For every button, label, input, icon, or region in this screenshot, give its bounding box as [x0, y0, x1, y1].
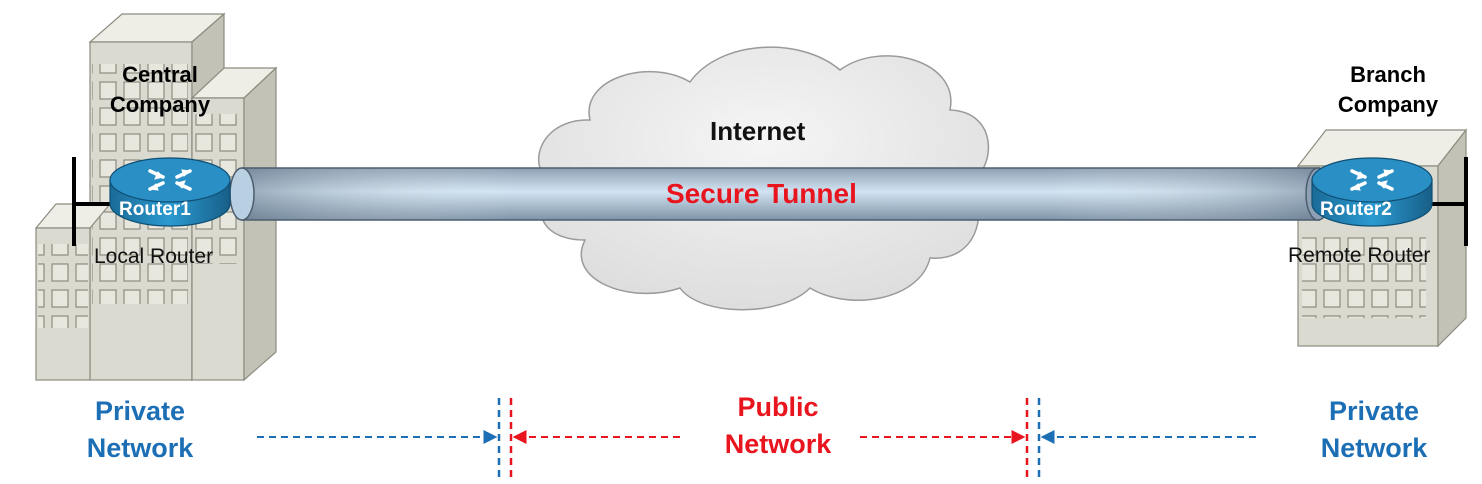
- left-private-line1: Private: [94, 396, 186, 426]
- network-boundaries: [497, 398, 1041, 478]
- secure-tunnel: [229, 167, 1331, 221]
- secure-tunnel-label: Secure Tunnel: [666, 178, 857, 209]
- router1-icon: [109, 157, 231, 227]
- central-company-label: Central Company: [100, 64, 220, 116]
- central-company-line2: Company: [109, 92, 211, 117]
- internet-label: Internet: [710, 116, 806, 146]
- branch-company-line1: Branch: [1350, 62, 1426, 87]
- left-private-line2: Network: [86, 433, 194, 463]
- right-private-line1: Private: [1328, 396, 1420, 426]
- public-line1: Public: [737, 392, 819, 422]
- public-line2: Network: [724, 429, 832, 459]
- lan-segments: [72, 157, 1468, 246]
- central-company-line1: Central: [122, 62, 198, 87]
- local-router-caption: Local Router: [94, 245, 214, 268]
- branch-company-line2: Company: [1337, 92, 1439, 117]
- router1-label: Router1: [119, 199, 191, 220]
- right-private-network-label: Private Network: [1294, 398, 1454, 462]
- right-private-line2: Network: [1320, 433, 1428, 463]
- router2-icon: [1311, 157, 1433, 227]
- branch-company-label: Branch Company: [1316, 64, 1460, 116]
- remote-router-caption: Remote Router: [1288, 244, 1431, 267]
- public-network-label: Public Network: [698, 394, 858, 458]
- left-private-network-label: Private Network: [60, 398, 220, 462]
- router2-label: Router2: [1320, 199, 1392, 220]
